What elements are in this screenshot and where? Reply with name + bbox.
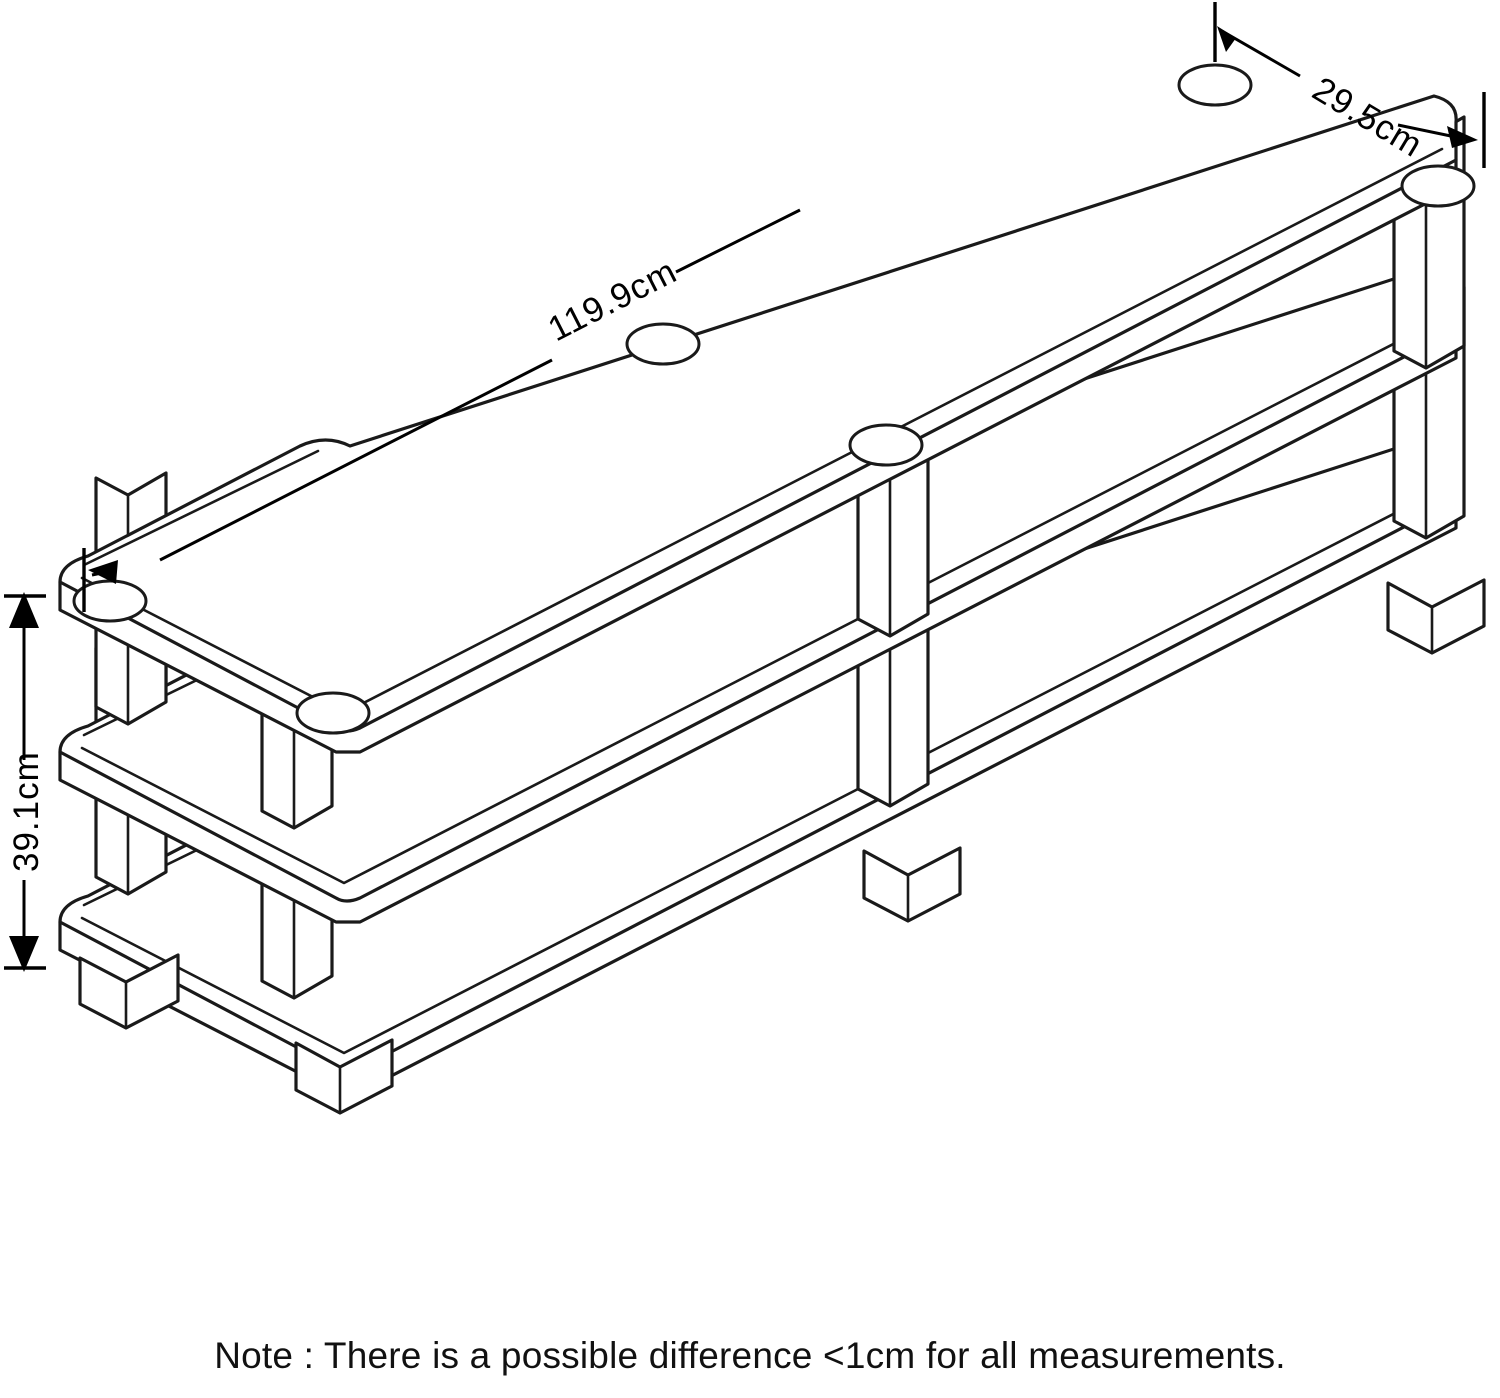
foot-back-center [862, 846, 962, 923]
measurement-note: Note : There is a possible difference <1… [214, 1335, 1286, 1376]
shelf-top [58, 63, 1476, 754]
dowel-hole-top-back-left [625, 322, 701, 366]
dowel-hole-top-front-middle [295, 691, 371, 735]
shelf-middle-bevel-line [80, 317, 1444, 885]
depth-arrowhead-right [1447, 126, 1478, 148]
length-arrowhead-left [88, 560, 118, 584]
feet-group [78, 578, 1486, 1115]
height-arrowhead-bottom [9, 936, 39, 972]
height-dimension-label: 39.1cm [7, 751, 46, 872]
shelf-top-bevel-line-back [82, 449, 320, 567]
dowel-hole-top-mid-span [848, 423, 924, 467]
height-arrowhead-top [9, 592, 39, 628]
dowel-hole-top-back-near [1177, 63, 1253, 107]
dowel-hole-top-back-right [1400, 164, 1476, 208]
dimension-height: 39.1cm [4, 592, 46, 972]
length-dimension-line-c [675, 208, 801, 274]
tv-stand-body [58, 63, 1486, 1115]
depth-arrowhead-left [1217, 26, 1236, 52]
foot-back-right [1386, 578, 1486, 655]
length-dimension-line-b [159, 358, 553, 562]
